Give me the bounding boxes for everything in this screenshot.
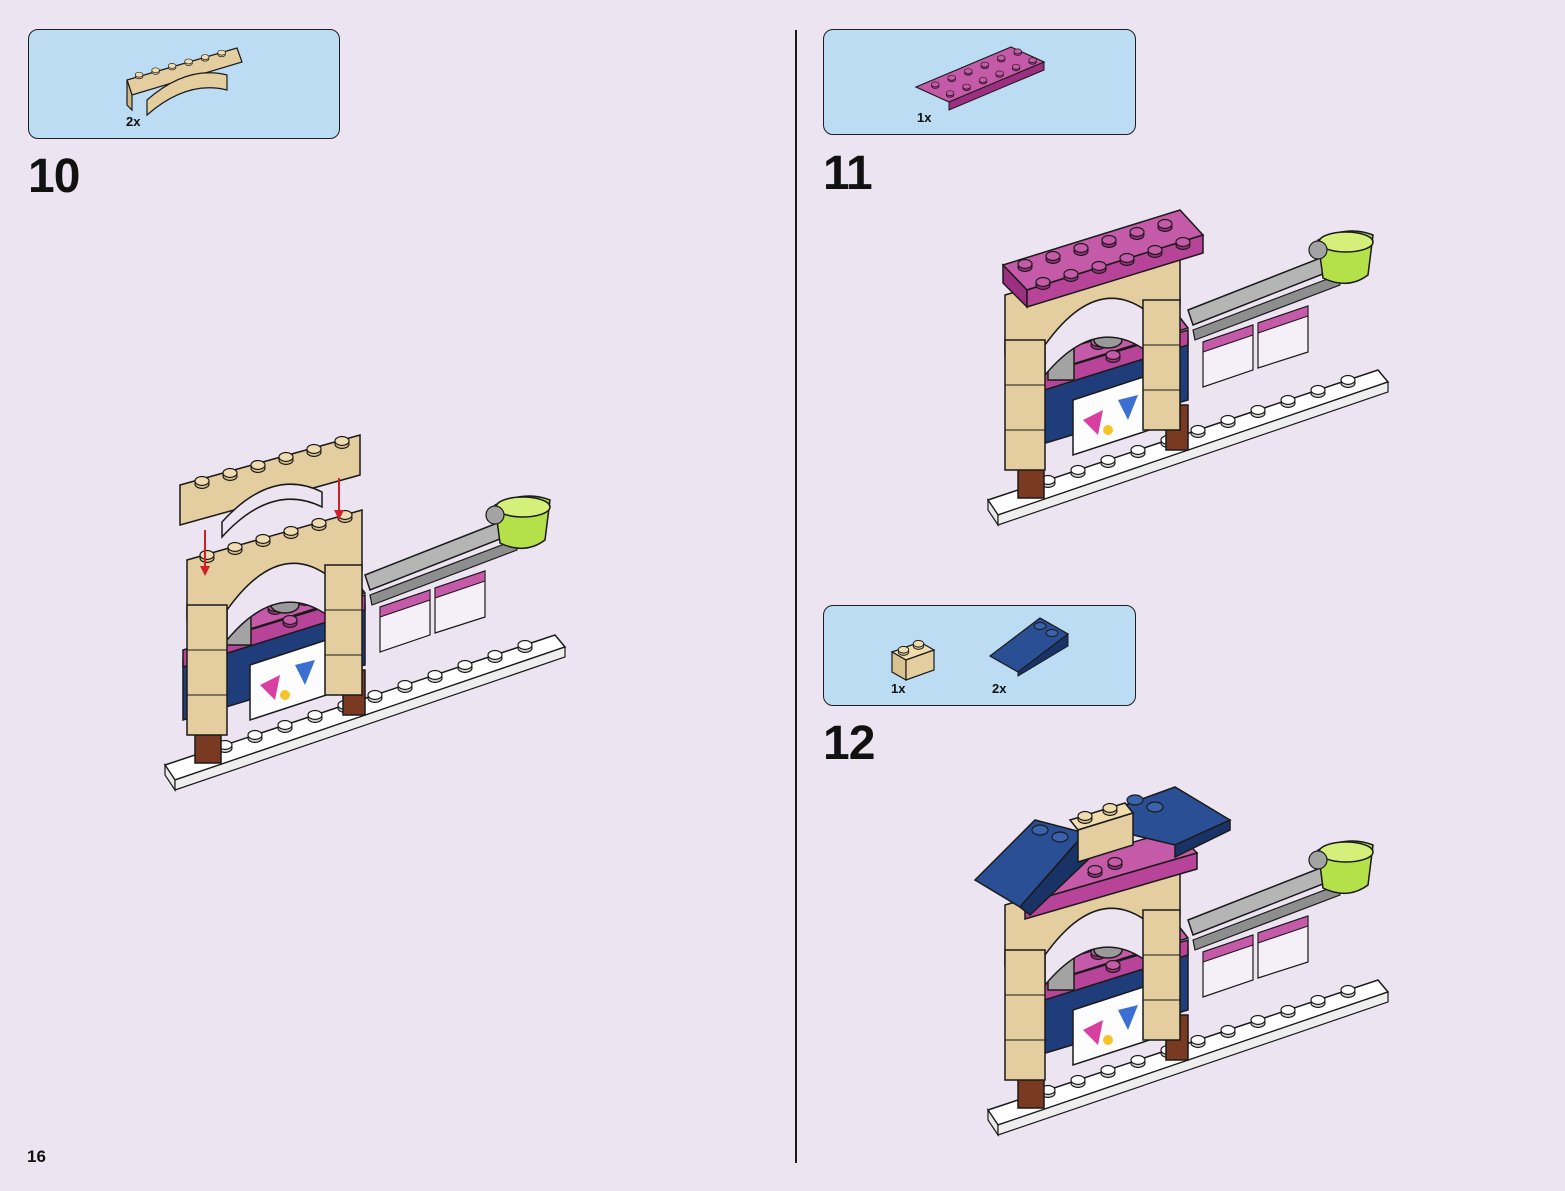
step-12-model-icon <box>975 785 1385 1125</box>
step-number: 10 <box>28 153 79 201</box>
tan-arch-1x6-brick-icon <box>127 40 247 110</box>
parts-box-step-11: 1x <box>823 29 1136 135</box>
step-number: 12 <box>823 720 874 768</box>
step-number: 11 <box>823 150 872 198</box>
part-quantity: 1x <box>917 110 931 125</box>
magenta-plate-2x6-icon <box>916 42 1046 107</box>
parts-box-step-12: 1x 2x <box>823 605 1136 706</box>
dark-blue-slope-brick-icon <box>990 616 1070 676</box>
part-quantity: 2x <box>992 681 1006 696</box>
part-quantity: 2x <box>126 114 140 129</box>
step-10-model-icon <box>165 430 565 790</box>
page-number: 16 <box>27 1147 46 1167</box>
step-11-model-icon <box>985 205 1385 525</box>
parts-box-step-10: 2x <box>28 29 340 139</box>
page-divider <box>795 30 797 1163</box>
tan-brick-1x2-icon <box>890 634 940 684</box>
part-quantity: 1x <box>891 681 905 696</box>
